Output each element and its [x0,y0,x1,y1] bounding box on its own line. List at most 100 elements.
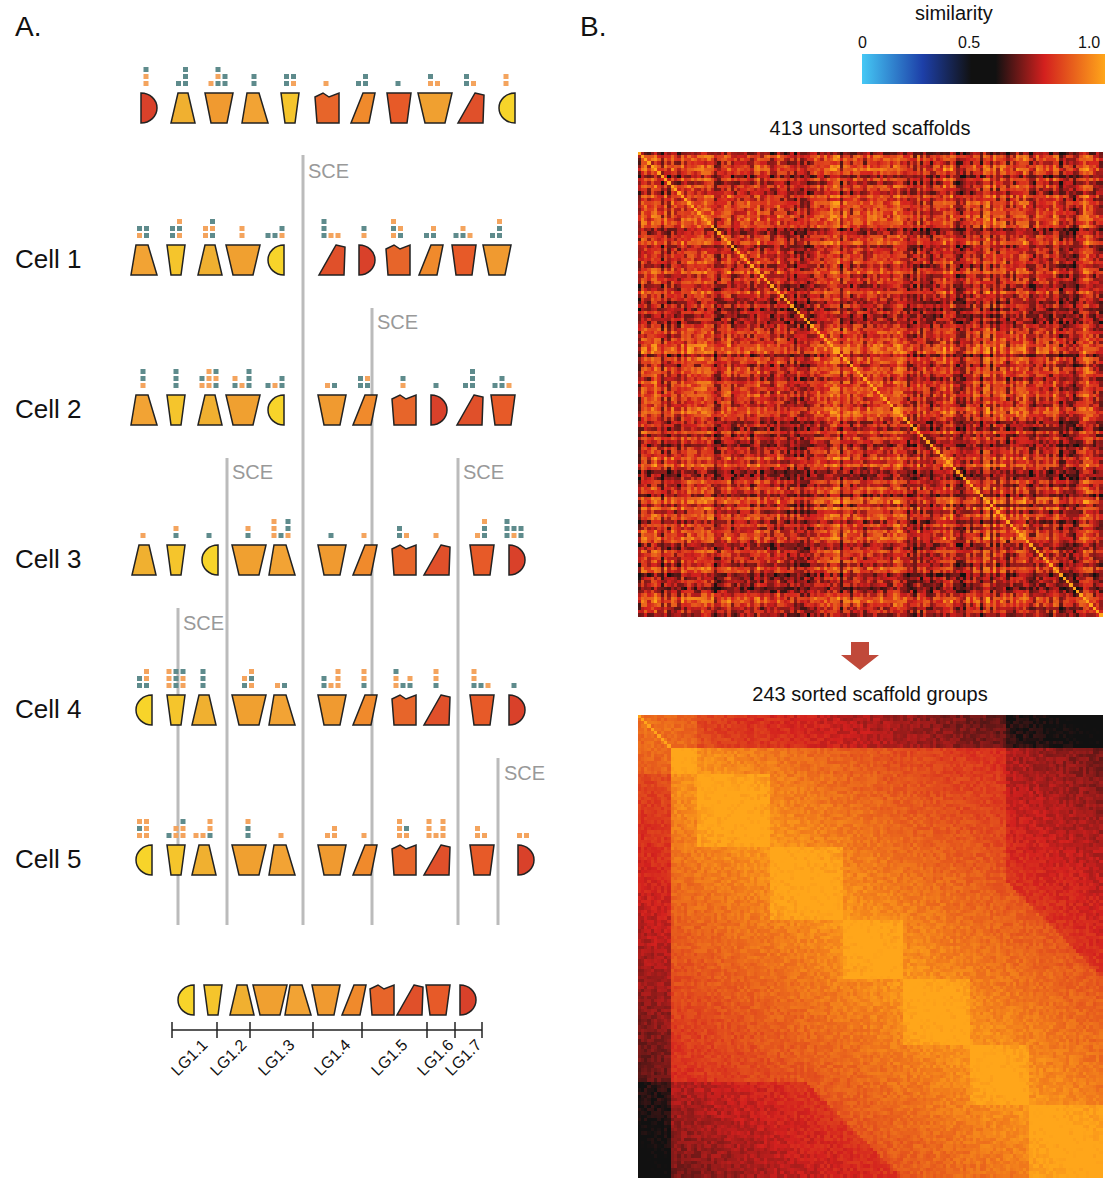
scaffold-shape [426,985,450,1015]
marker-dot [505,533,510,538]
scaffold-shape [491,395,515,425]
cell-label: Cell 5 [15,845,81,874]
marker-dot [174,669,179,674]
marker-dot [181,819,186,824]
heatmap-title: 413 unsorted scaffolds [770,117,971,139]
marker-dot [482,519,487,524]
scaffold-shape [470,695,494,725]
marker-dot [233,376,238,381]
marker-dot [329,233,334,238]
marker-dot [266,233,271,238]
linkage-group-label: LG1.2 [207,1036,250,1079]
marker-dot [408,683,413,688]
scaffold-shape [318,395,346,425]
cell-label: Cell 2 [15,395,81,424]
scaffold-shape [192,695,216,725]
marker-dot [397,819,402,824]
sce-label: SCE [463,461,504,483]
marker-dot [472,669,477,674]
marker-dot [427,826,432,831]
marker-dot [325,833,330,838]
marker-dot [201,676,206,681]
lg-ruler [172,1022,482,1038]
marker-dot [424,233,429,238]
scaffold-shape [418,93,452,123]
marker-dot [461,226,466,231]
marker-dot [233,383,238,388]
scaffold-shape [318,695,346,725]
marker-dot [391,226,396,231]
marker-dot [246,819,251,824]
marker-dot [524,833,529,838]
marker-dot [291,81,296,86]
scaffold-shape [136,845,152,875]
scaffold-shape [424,695,450,725]
marker-dot [505,519,510,524]
marker-dot [183,74,188,79]
marker-dot [329,683,334,688]
marker-dot [177,219,182,224]
marker-dot [475,826,480,831]
scaffold-shape [452,245,476,275]
marker-dot [286,519,291,524]
marker-dot [398,233,403,238]
marker-dot [336,233,341,238]
marker-dot [434,669,439,674]
marker-dot [434,676,439,681]
marker-dot [240,233,245,238]
marker-dot [214,369,219,374]
marker-dot [512,683,517,688]
scaffold-shape [269,845,295,875]
scaffold-shape [370,985,394,1015]
marker-dot [463,383,468,388]
marker-dot [181,669,186,674]
marker-dot [174,533,179,538]
marker-dot [183,81,188,86]
marker-dot [471,81,476,86]
marker-dot [470,383,475,388]
marker-dot [177,226,182,231]
marker-dot [482,533,487,538]
marker-dot [286,533,291,538]
marker-dot [272,519,277,524]
marker-dot [362,533,367,538]
scaffold-shape [226,395,260,425]
marker-dot [246,533,251,538]
marker-dot [181,676,186,681]
scaffold-shape [232,845,266,875]
marker-dot [170,233,175,238]
scaffold-shape [353,695,377,725]
marker-dot [137,833,142,838]
sce-label: SCE [308,160,349,182]
marker-dot [210,226,215,231]
marker-dot [332,383,337,388]
marker-dot [394,676,399,681]
marker-dot [144,74,149,79]
marker-dot [497,219,502,224]
marker-dot [249,669,254,674]
scaffold-shape [397,985,423,1015]
scaffold-shape [141,93,157,123]
marker-dot [434,383,439,388]
marker-dot [174,376,179,381]
scaffold-shape [483,245,511,275]
marker-dot [365,383,370,388]
marker-dot [272,533,277,538]
scaffold-shape [351,93,375,123]
marker-dot [336,683,341,688]
marker-dot [144,226,149,231]
marker-dot [356,81,361,86]
scaffold-shapes [131,67,534,1015]
scaffold-shape [285,985,311,1015]
marker-dot [242,676,247,681]
marker-dot [427,833,432,838]
heatmap-title: 243 sorted scaffold groups [752,683,987,705]
marker-dot [475,533,480,538]
marker-dot [144,676,149,681]
marker-dot [137,819,142,824]
colorbar-tick: 1.0 [1078,34,1100,52]
marker-dot [209,81,214,86]
marker-dot [252,74,257,79]
marker-dot [517,833,522,838]
marker-dot [363,81,368,86]
